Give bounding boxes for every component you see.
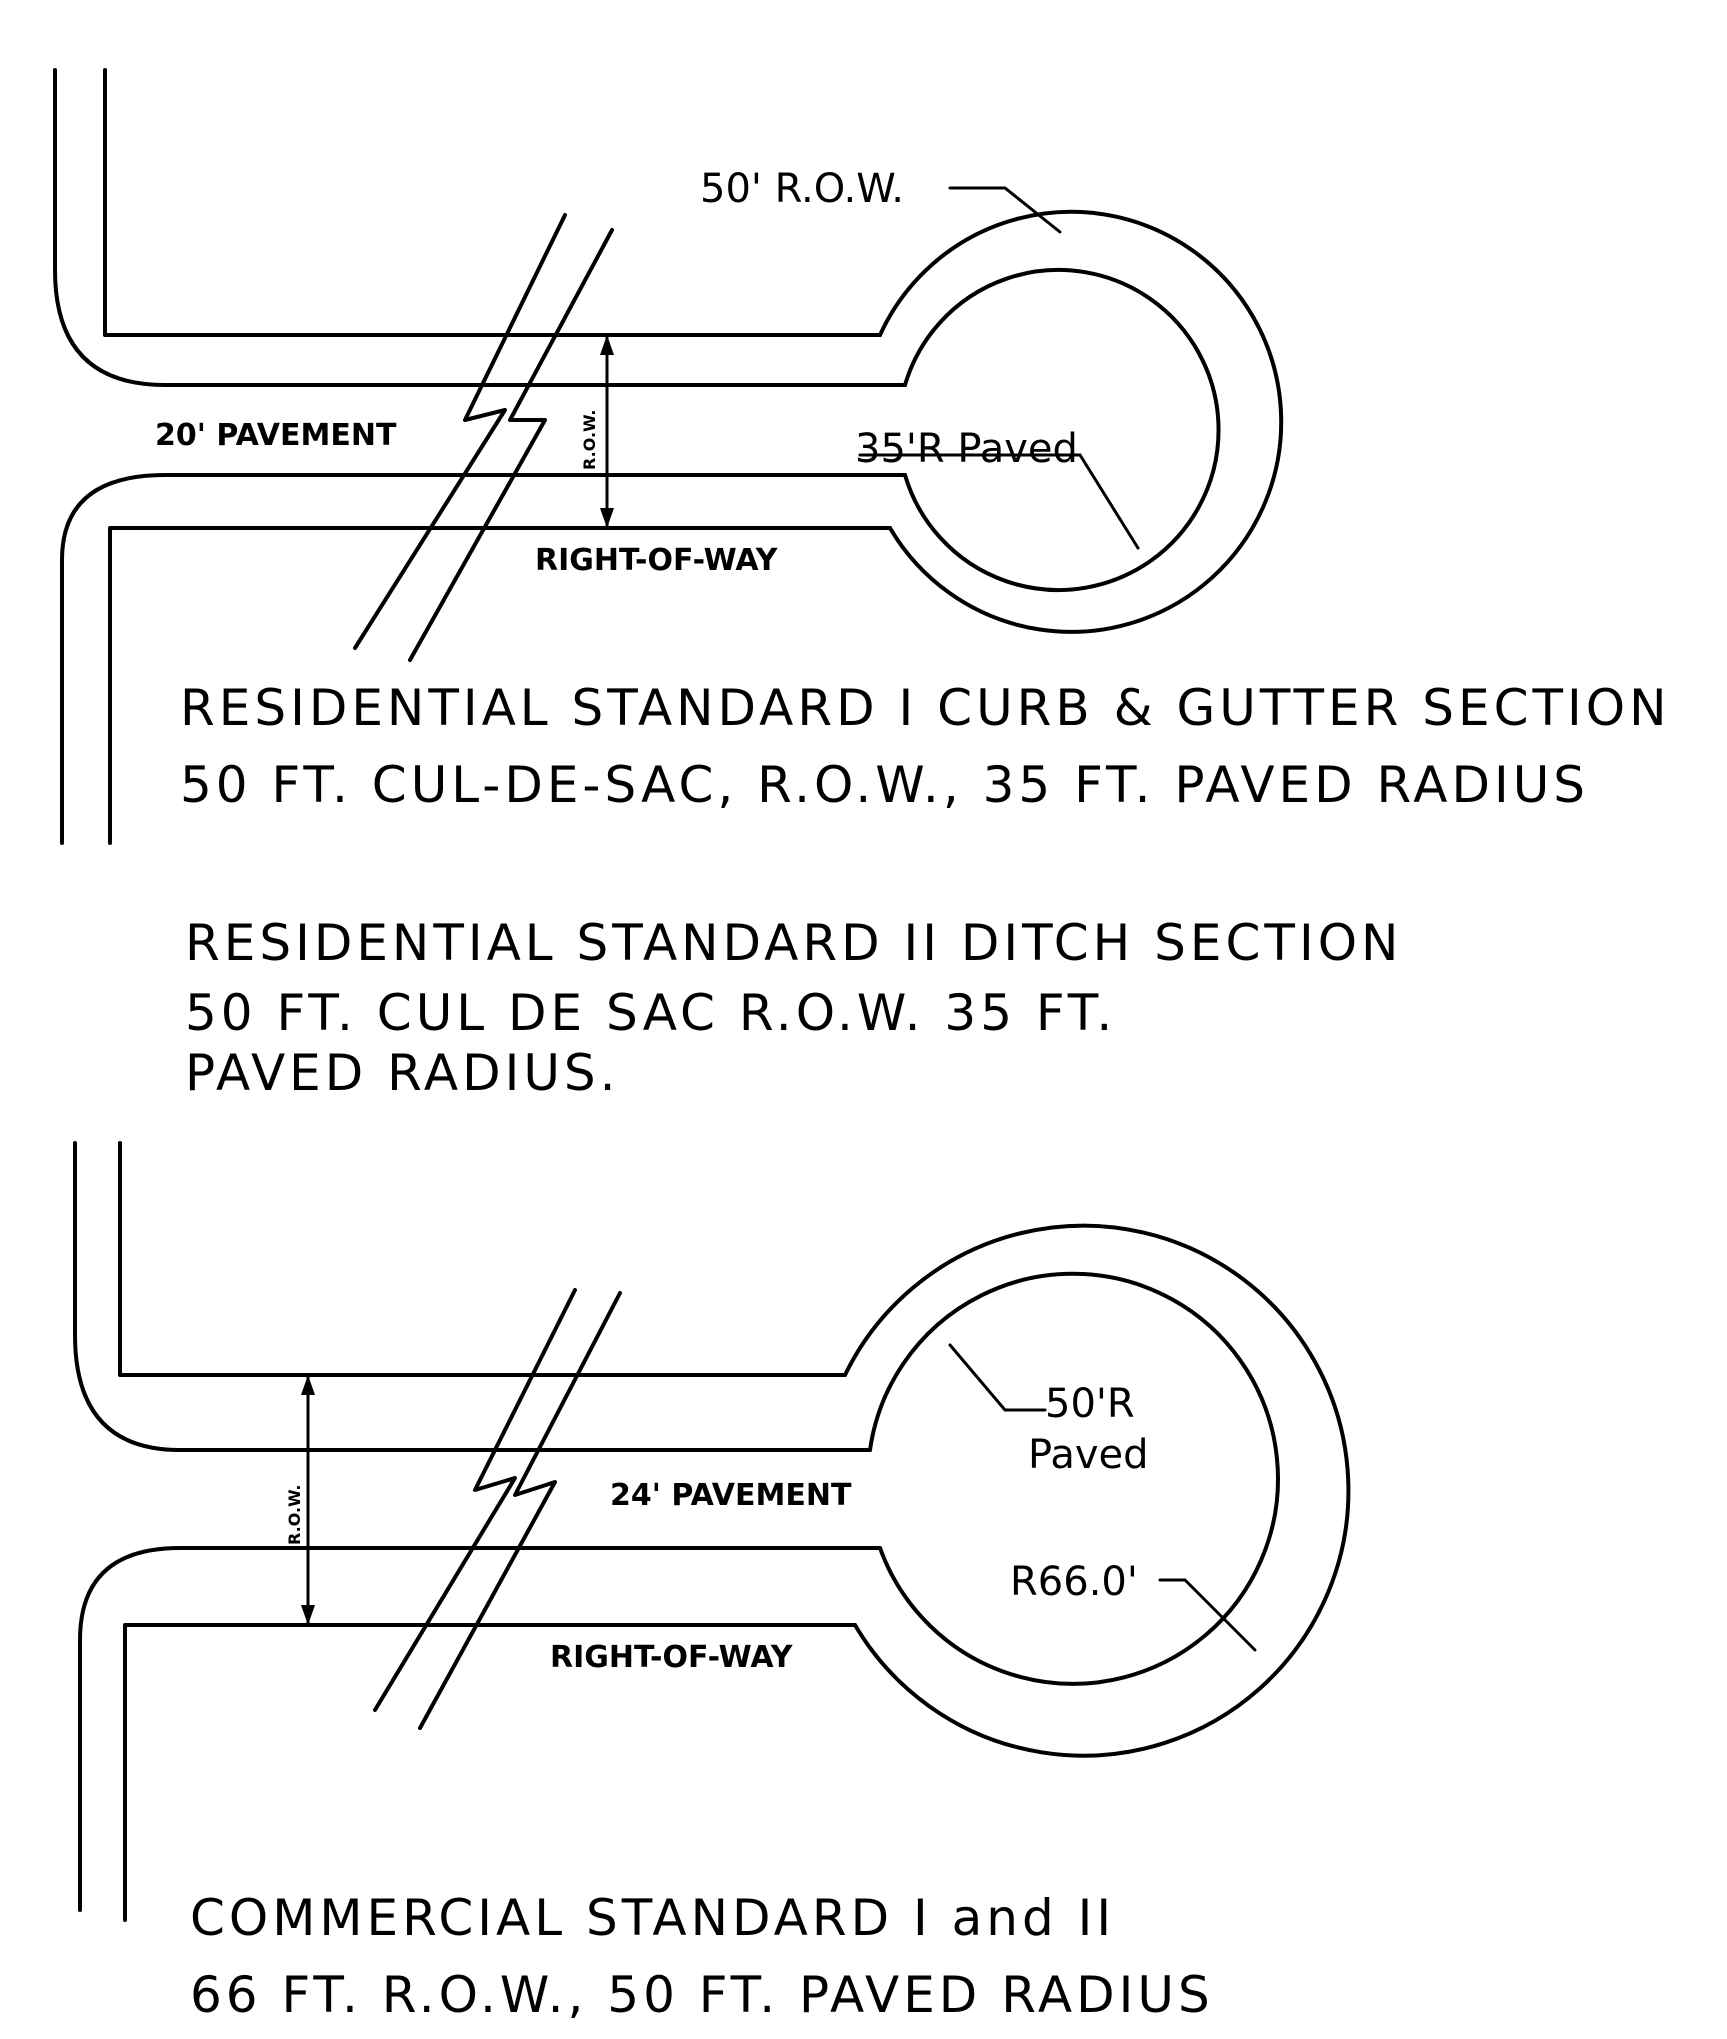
row-vertical-label: R.O.W. (285, 1485, 304, 1545)
caption-line-2: 66 FT. R.O.W., 50 FT. PAVED RADIUS (190, 1966, 1214, 2024)
pavement-label: 20' PAVEMENT (155, 418, 397, 453)
pavement-label: 24' PAVEMENT (610, 1478, 852, 1513)
right-of-way-label: RIGHT-OF-WAY (535, 543, 779, 578)
caption-line-1: RESIDENTIAL STANDARD II DITCH SECTION (185, 914, 1402, 972)
residential-standard-2-caption: RESIDENTIAL STANDARD II DITCH SECTION 50… (185, 914, 1402, 1102)
paved-radius-label-line-2: Paved (1028, 1432, 1149, 1478)
row-radius-leader-line (1158, 1578, 1257, 1652)
break-line-right (418, 1291, 622, 1730)
caption-line-1: COMMERCIAL STANDARD I and II (190, 1889, 1115, 1947)
caption-line-2: 50 FT. CUL-DE-SAC, R.O.W., 35 FT. PAVED … (180, 756, 1589, 814)
break-line-right (408, 228, 614, 662)
row-dimension-arrow-bottom (301, 1605, 315, 1625)
row-bulb-outer (878, 209, 1284, 634)
commercial-standard-diagram: 50'R Paved R.O.W. 24' PAVEMENT R66.0' RI… (73, 1141, 1351, 2024)
row-vertical-label: R.O.W. (580, 410, 599, 470)
paved-radius-leader-line (948, 1343, 1047, 1412)
cross-street-inner-line (103, 68, 882, 337)
row-dimension-arrow-top (301, 1375, 315, 1395)
paved-radius-leader-line (858, 453, 1140, 550)
row-label: 50' R.O.W. (700, 166, 904, 212)
row-radius-label: R66.0' (1010, 1559, 1138, 1605)
paved-radius-label: 35'R Paved (855, 426, 1078, 472)
row-leader-line (948, 186, 1062, 234)
cross-street-lower-outer-line (60, 473, 907, 845)
paved-bulb-inner (903, 268, 1221, 592)
cross-street-lower-inner-line (108, 526, 892, 845)
residential-standard-1-diagram: 50' R.O.W. 20' PAVEMENT R.O.W. 35'R Pave… (53, 68, 1671, 845)
row-dimension-arrow-top (600, 335, 614, 355)
paved-radius-label-line-1: 50'R (1045, 1381, 1135, 1427)
cross-street-inner-line (118, 1141, 847, 1377)
cross-street-outer-line (53, 68, 907, 387)
paved-bulb-inner (868, 1271, 1280, 1686)
caption-line-1: RESIDENTIAL STANDARD I CURB & GUTTER SEC… (180, 679, 1671, 737)
cross-street-outer-line (73, 1141, 872, 1452)
right-of-way-label: RIGHT-OF-WAY (550, 1640, 794, 1675)
break-line-left (353, 213, 567, 650)
row-bulb-outer (843, 1223, 1351, 1758)
cross-street-lower-inner-line (123, 1623, 857, 1922)
cross-street-lower-outer-line (78, 1546, 882, 1912)
caption-line-2: 50 FT. CUL DE SAC R.O.W. 35 FT. (185, 984, 1116, 1042)
break-line-left (373, 1288, 577, 1712)
caption-line-3: PAVED RADIUS. (185, 1044, 620, 1102)
row-dimension-arrow-bottom (600, 508, 614, 528)
